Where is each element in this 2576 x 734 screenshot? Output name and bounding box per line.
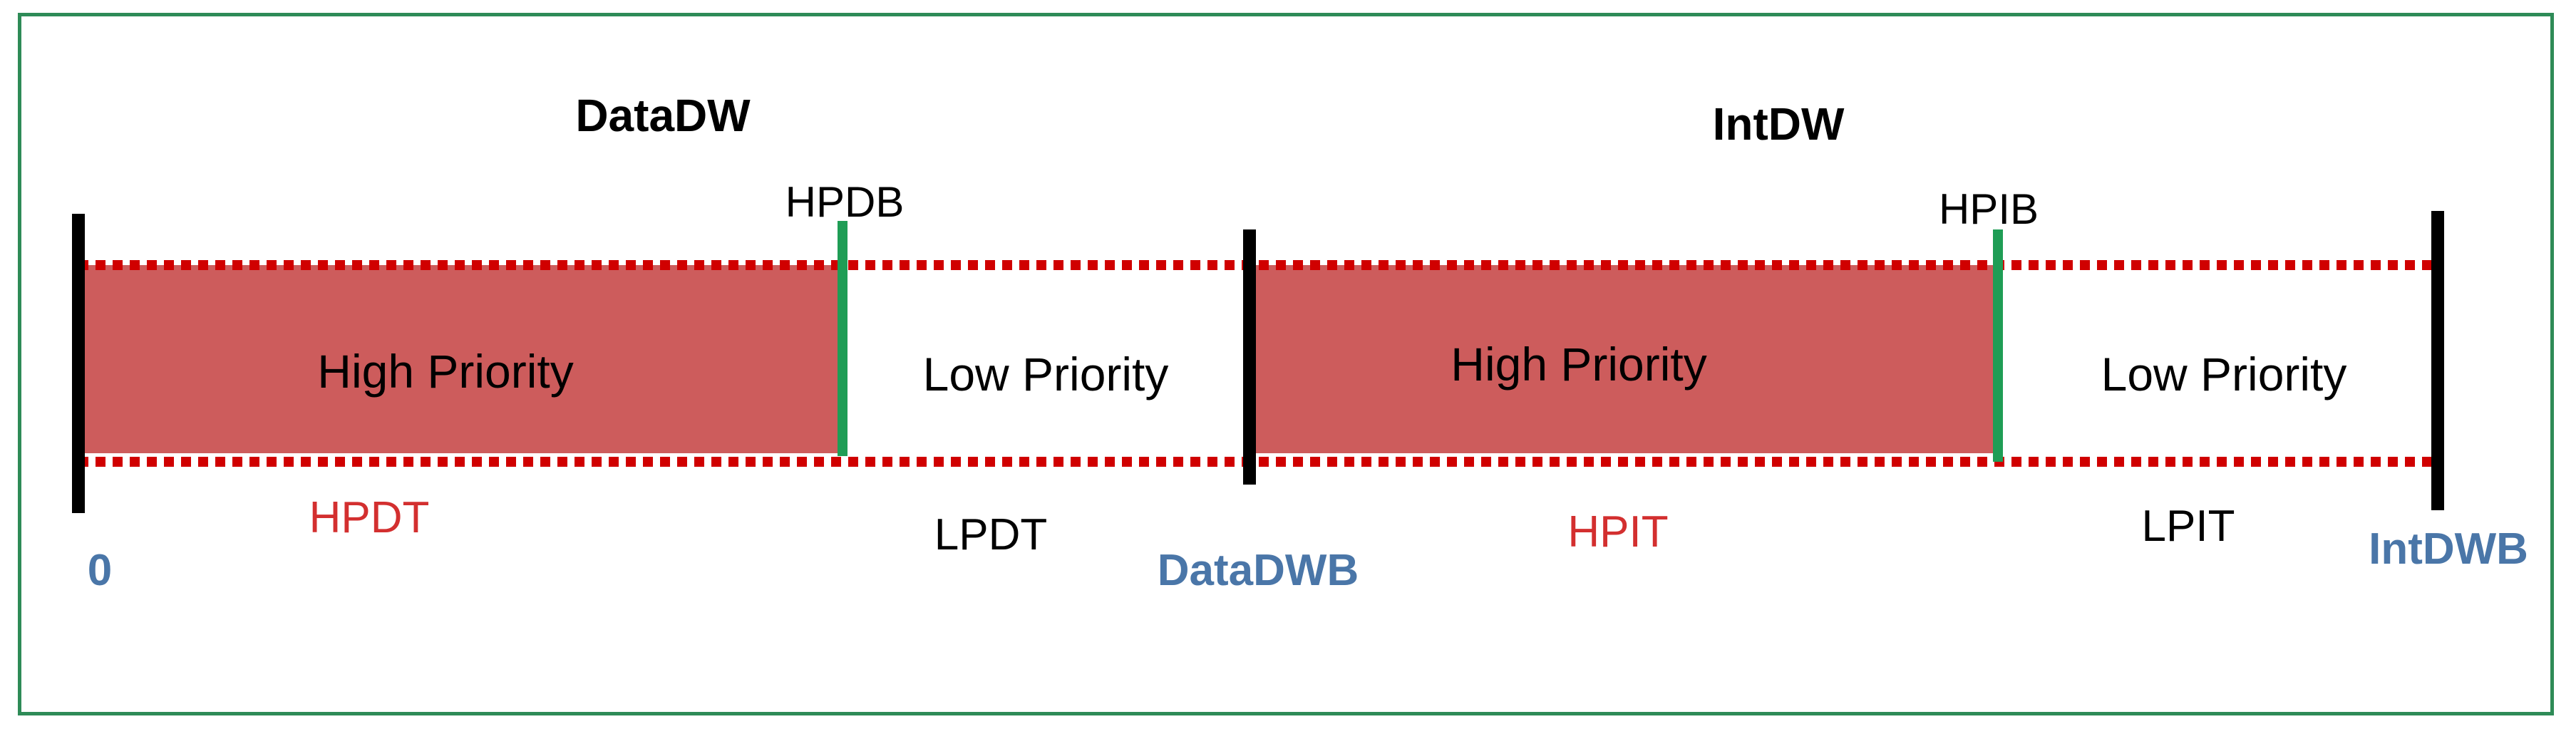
hpdb-label: HPDB [785,178,905,226]
hpib-label: HPIB [1938,185,2039,233]
datadw-low-label: Low Priority [922,348,1169,400]
datadw-high-region [78,265,841,453]
hpdt-label: HPDT [309,493,430,542]
hpit-label: HPIT [1567,507,1669,557]
lpdt-label: LPDT [934,510,1048,559]
datadw-title: DataDW [575,90,751,141]
lpit-label: LPIT [2141,502,2235,551]
intdw-title: IntDW [1712,98,1845,150]
datadwb-label: DataDWB [1157,546,1359,595]
intdw-high-region [1254,265,2003,453]
origin-label: 0 [87,546,113,595]
datadw-high-label: High Priority [317,345,574,398]
intdw-low-label: Low Priority [2101,348,2347,400]
intdw-high-label: High Priority [1451,338,1707,391]
intdwb-label: IntDWB [2369,524,2528,574]
